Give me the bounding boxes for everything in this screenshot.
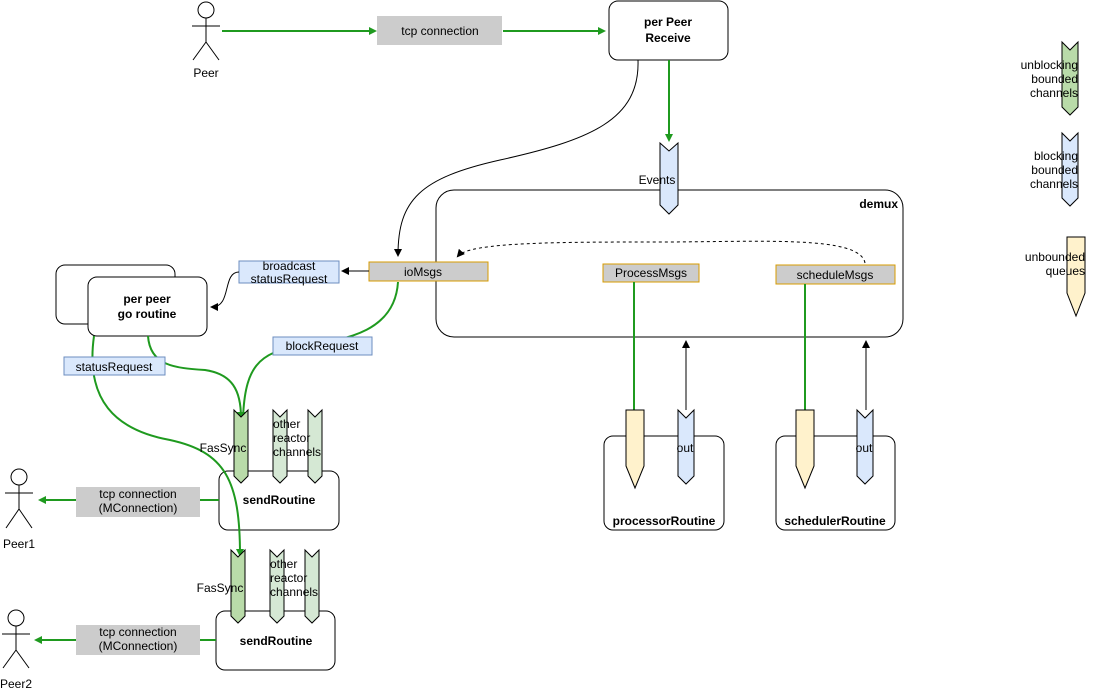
schedulemsgs-label: scheduleMsgs xyxy=(797,268,874,282)
scheduler-in-queue xyxy=(795,409,815,490)
legend-blocking-channel-icon xyxy=(1061,131,1079,207)
peer-actor-icon xyxy=(192,1,220,61)
per-peer-receive-line1: per Peer xyxy=(644,15,692,29)
per-peer-go-routine-box xyxy=(87,276,208,337)
scheduler-out-label: out xyxy=(856,441,873,455)
legend-unblocking-channel-icon xyxy=(1061,40,1079,116)
per-peer-go-line2: go routine xyxy=(118,307,177,321)
send-routine-1-label: sendRoutine xyxy=(243,493,316,507)
scheduler-routine-label: schedulerRoutine xyxy=(784,514,886,528)
statusrequest-box xyxy=(63,356,166,376)
blockrequest-label: blockRequest xyxy=(286,339,359,353)
legend-unblocking-line2: bounded xyxy=(1031,72,1078,86)
events-channel xyxy=(659,141,679,215)
legend-unbounded-queue-icon xyxy=(1066,236,1086,318)
fassync2-label: FasSync xyxy=(197,581,244,595)
broadcast-line1: broadcast xyxy=(263,259,316,273)
tcp-mconnection-2 xyxy=(76,625,200,655)
processor-routine-label: processorRoutine xyxy=(613,514,716,528)
goroutine-to-fassync1-curve xyxy=(147,335,245,420)
broadcast-to-goroutine-curve xyxy=(210,271,240,311)
schedulemsgs-box xyxy=(775,264,896,285)
legend-unblocking-line3: channels xyxy=(1030,86,1078,100)
legend-blocking-line1: blocking xyxy=(1034,149,1078,163)
peer2-actor-icon xyxy=(2,609,30,669)
other2-line2: reactor xyxy=(270,571,307,585)
peer1-label: Peer1 xyxy=(3,537,35,551)
fassync1-label: FasSync xyxy=(200,441,247,455)
fassync2-channel xyxy=(230,548,246,624)
tcp-m1-line2: (MConnection) xyxy=(99,501,178,515)
processmsgs-box xyxy=(602,263,700,283)
other-reactor-1a-channel xyxy=(272,408,288,484)
peer2-label: Peer2 xyxy=(0,677,32,691)
other-reactor-2b-channel xyxy=(304,548,320,624)
statusrequest-label: statusRequest xyxy=(76,360,153,374)
tcp-m1-line1: tcp connection xyxy=(99,487,176,501)
tcp-m2-line2: (MConnection) xyxy=(99,639,178,653)
tcp-mconnection-1 xyxy=(76,487,200,517)
per-peer-go-line1: per peer xyxy=(123,292,171,306)
legend-unbounded-line1: unbounded xyxy=(1025,250,1085,264)
other2-line3: channels xyxy=(270,585,318,599)
legend-blocking-line2: bounded xyxy=(1031,163,1078,177)
events-label: Events xyxy=(639,173,676,187)
tcp-m2-line1: tcp connection xyxy=(99,625,176,639)
other-reactor-2a-channel xyxy=(269,548,285,624)
goroutine-to-fassync2-curve xyxy=(91,335,244,557)
fassync1-channel xyxy=(233,408,249,484)
send-routine-2-label: sendRoutine xyxy=(240,634,313,648)
legend-unblocking-line1: unblocking xyxy=(1021,58,1078,72)
other1-line1: other xyxy=(273,417,300,431)
tcp-connection-top-label: tcp connection xyxy=(401,24,478,38)
other2-line1: other xyxy=(270,557,297,571)
other1-line2: reactor xyxy=(273,431,310,445)
peer-label: Peer xyxy=(193,66,218,80)
processor-out-label: out xyxy=(677,441,694,455)
receive-to-iomsgs-curve xyxy=(394,59,639,257)
tcp-connection-top xyxy=(377,16,502,45)
peer1-actor-icon xyxy=(5,468,33,529)
legend-blocking-line3: channels xyxy=(1030,177,1078,191)
broadcast-line2: statusRequest xyxy=(251,272,328,286)
per-peer-receive-line2: Receive xyxy=(645,31,691,45)
other1-line3: channels xyxy=(273,445,321,459)
processor-in-queue xyxy=(625,409,645,490)
schedule-to-iomsgs-dashed xyxy=(456,240,866,264)
processmsgs-label: ProcessMsgs xyxy=(615,266,687,280)
iomsgs-label: ioMsgs xyxy=(404,265,442,279)
processor-out-channel xyxy=(677,408,695,485)
legend-unbounded-line2: queues xyxy=(1046,264,1085,278)
demux-label: demux xyxy=(859,197,898,211)
other-reactor-1b-channel xyxy=(307,408,323,484)
scheduler-out-channel xyxy=(856,408,874,485)
blockrequest-box xyxy=(272,336,373,356)
